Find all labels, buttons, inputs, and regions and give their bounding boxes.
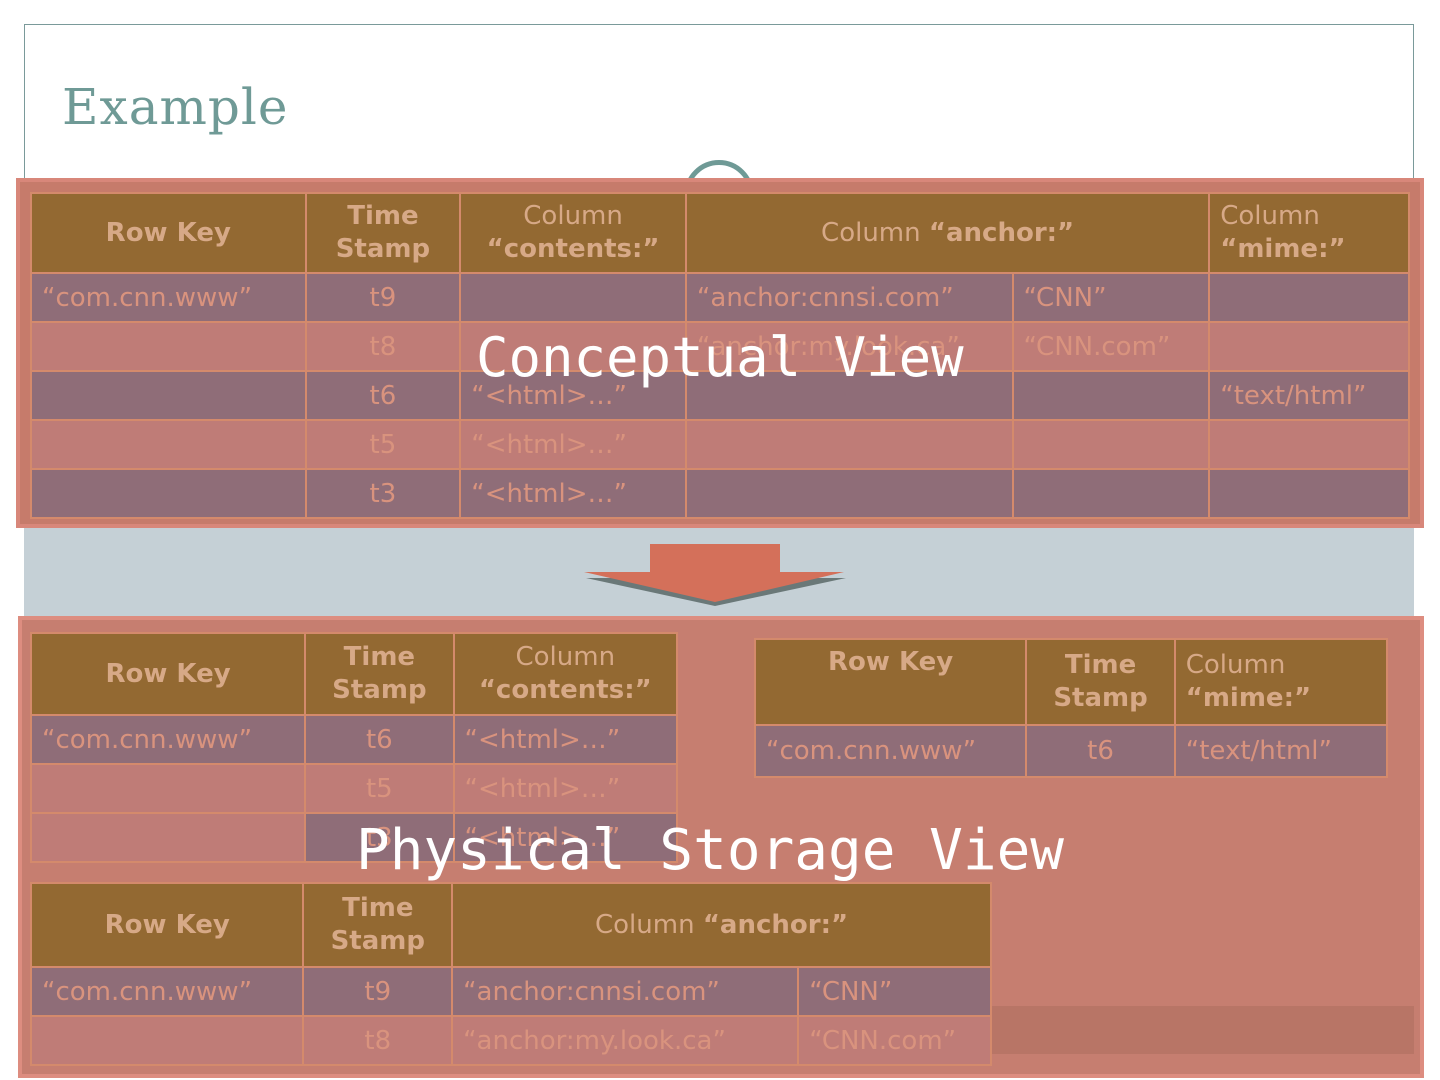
cell-mime: “text/html” — [1208, 370, 1410, 421]
cell-time-stamp: t8 — [304, 321, 462, 372]
header-row-key: Row Key — [29, 882, 305, 968]
cell-row-key — [30, 321, 307, 372]
header-column-contents: Column“contents:” — [459, 192, 687, 274]
header-row-key: Row Key — [753, 638, 1028, 726]
cell-mime: “text/html” — [1173, 724, 1389, 778]
cell-anchor-value — [1011, 370, 1211, 421]
cell-time-stamp: t5 — [304, 763, 455, 814]
header-column-mime: Column“mime:” — [1173, 638, 1389, 726]
cell-time-stamp: t9 — [304, 272, 462, 323]
cell-time-stamp: t5 — [304, 419, 462, 470]
cell-mime — [1208, 419, 1410, 470]
cell-mime — [1208, 321, 1410, 372]
cell-anchor-value: “CNN.com” — [797, 1015, 992, 1066]
cell-time-stamp: t9 — [302, 966, 454, 1017]
cell-anchor-qualifier: “anchor:my.look.ca” — [451, 1015, 800, 1066]
table-row: “com.cnn.www” t6 “<html>…” — [29, 714, 679, 765]
table-row: t5 “<html>…” — [29, 763, 679, 814]
cell-row-key: “com.cnn.www” — [753, 724, 1028, 778]
cell-row-key — [30, 419, 307, 470]
cell-anchor-value — [1011, 468, 1211, 519]
table-row: “com.cnn.www” t9 “anchor:cnnsi.com” “CNN… — [30, 272, 1410, 323]
cell-anchor-qualifier: “anchor:cnnsi.com” — [684, 272, 1014, 323]
header-column-anchor: Column “anchor:” — [684, 192, 1211, 274]
cell-row-key — [29, 763, 307, 814]
header-row-key: Row Key — [29, 632, 307, 716]
cell-time-stamp: t6 — [304, 714, 455, 765]
table-row: t3 “<html>…” — [29, 812, 679, 863]
cell-contents: “<html>…” — [452, 714, 679, 765]
table-row: t5 “<html>…” — [30, 419, 1410, 470]
cell-anchor-value — [1011, 419, 1211, 470]
table-row: t8 “anchor:my.look.ca” “CNN.com” — [29, 1015, 992, 1066]
slide-title: Example — [62, 78, 289, 136]
physical-storage-view-label: Physical Storage View — [356, 818, 1065, 883]
cell-time-stamp: t6 — [1025, 724, 1176, 778]
cell-contents — [459, 272, 687, 323]
cell-mime — [1208, 468, 1410, 519]
cell-anchor-qualifier — [684, 419, 1014, 470]
cell-row-key: “com.cnn.www” — [30, 272, 307, 323]
table-row: t8 “anchor:my.look.ca” “CNN.com” — [30, 321, 1410, 372]
header-column-mime: Column“mime:” — [1208, 192, 1410, 274]
panel-shade — [990, 1006, 1414, 1054]
cell-contents: “<html>…” — [459, 468, 687, 519]
cell-anchor-value: “CNN” — [797, 966, 992, 1017]
cell-contents — [459, 321, 687, 372]
header-column-anchor: Column “anchor:” — [451, 882, 992, 968]
table-row: “com.cnn.www” t6 “text/html” — [753, 724, 1389, 778]
cell-row-key — [30, 370, 307, 421]
cell-anchor-value: “CNN.com” — [1011, 321, 1211, 372]
cell-row-key — [29, 812, 307, 863]
cell-time-stamp: t3 — [304, 812, 455, 863]
cell-contents: “<html>…” — [459, 419, 687, 470]
table-row: t3 “<html>…” — [30, 468, 1410, 519]
cell-time-stamp: t6 — [304, 370, 462, 421]
cell-row-key: “com.cnn.www” — [29, 966, 305, 1017]
cell-anchor-value: “CNN” — [1011, 272, 1211, 323]
down-arrow-icon — [584, 544, 846, 606]
cell-contents: “<html>…” — [459, 370, 687, 421]
cell-anchor-qualifier — [684, 468, 1014, 519]
cell-anchor-qualifier — [684, 370, 1014, 421]
cell-row-key — [30, 468, 307, 519]
cell-time-stamp: t8 — [302, 1015, 454, 1066]
cell-contents: “<html>…” — [452, 812, 679, 863]
header-row-key: Row Key — [30, 192, 307, 274]
cell-anchor-qualifier: “anchor:my.look.ca” — [684, 321, 1014, 372]
cell-mime — [1208, 272, 1410, 323]
cell-row-key — [29, 1015, 305, 1066]
cell-time-stamp: t3 — [304, 468, 462, 519]
table-row: t6 “<html>…” “text/html” — [30, 370, 1410, 421]
header-column-contents: Column“contents:” — [452, 632, 679, 716]
cell-anchor-qualifier: “anchor:cnnsi.com” — [451, 966, 800, 1017]
conceptual-view-label: Conceptual View — [476, 326, 964, 389]
cell-contents: “<html>…” — [452, 763, 679, 814]
cell-row-key: “com.cnn.www” — [29, 714, 307, 765]
table-row: “com.cnn.www” t9 “anchor:cnnsi.com” “CNN… — [29, 966, 992, 1017]
